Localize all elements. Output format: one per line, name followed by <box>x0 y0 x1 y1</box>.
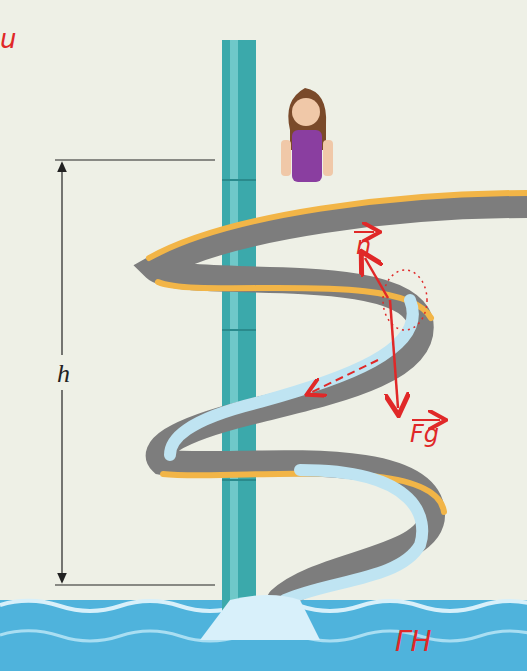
normal-force-label: n <box>356 234 371 258</box>
level-mark: u <box>0 26 16 52</box>
height-label: h <box>55 360 72 388</box>
gravity-force-label: Fg <box>410 422 439 446</box>
reference-level-label: ГН <box>395 628 432 656</box>
